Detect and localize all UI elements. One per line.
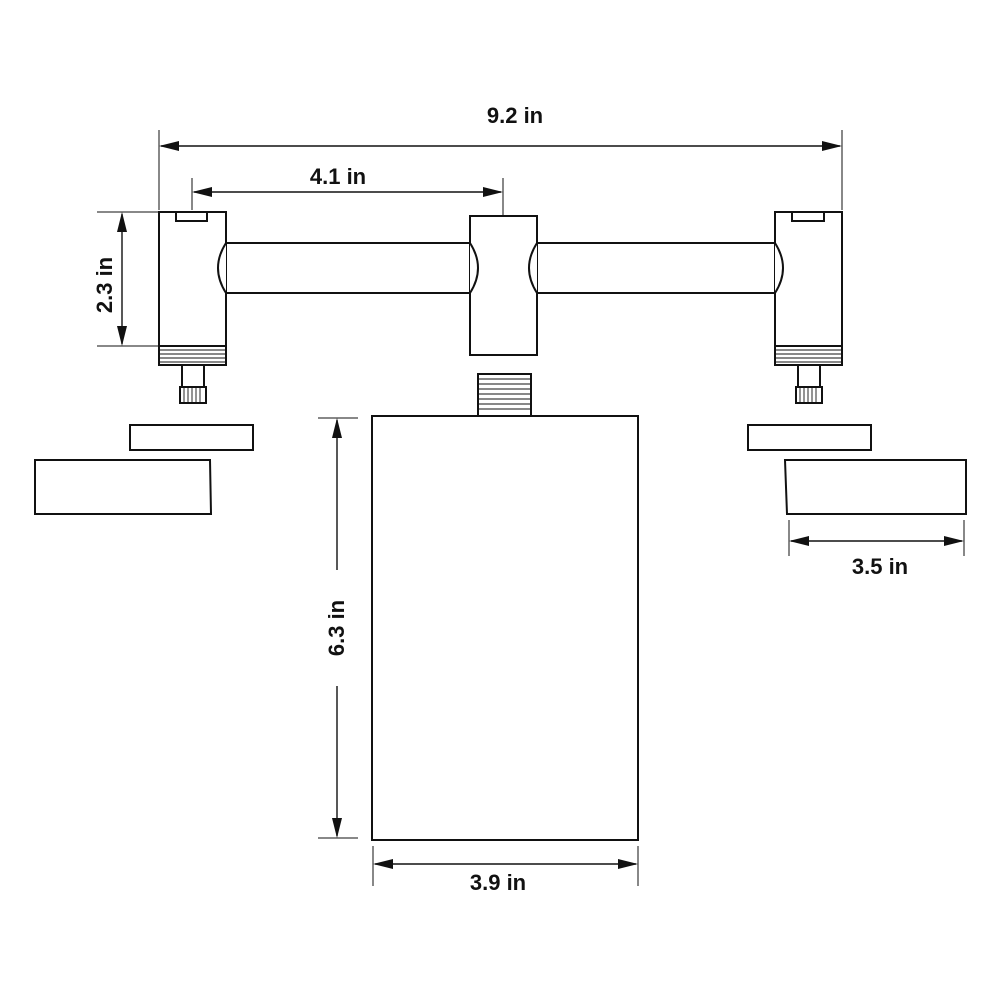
shade-height-dimension: 6.3 in [318,417,358,839]
fitting-height-label: 2.3 in [92,257,117,313]
center-hub [469,215,538,417]
arm-length-dimension: 4.1 in [191,164,504,216]
small-shade-width-label: 3.5 in [852,554,908,579]
right-shade-parts [747,424,967,515]
overall-width-label: 9.2 in [487,103,543,128]
shade-width-label: 3.9 in [470,870,526,895]
overall-width-dimension: 9.2 in [158,103,843,210]
small-shade-width-dimension: 3.5 in [788,520,965,579]
main-shade [371,415,639,841]
fixture-arm-assembly [158,211,843,417]
arm-length-label: 4.1 in [310,164,366,189]
right-socket-holder [774,211,843,404]
shade-width-dimension: 3.9 in [372,846,639,895]
shade-height-label: 6.3 in [324,600,349,656]
left-socket-holder [158,211,227,404]
fitting-height-dimension: 2.3 in [92,211,158,347]
left-shade-parts [34,424,254,515]
